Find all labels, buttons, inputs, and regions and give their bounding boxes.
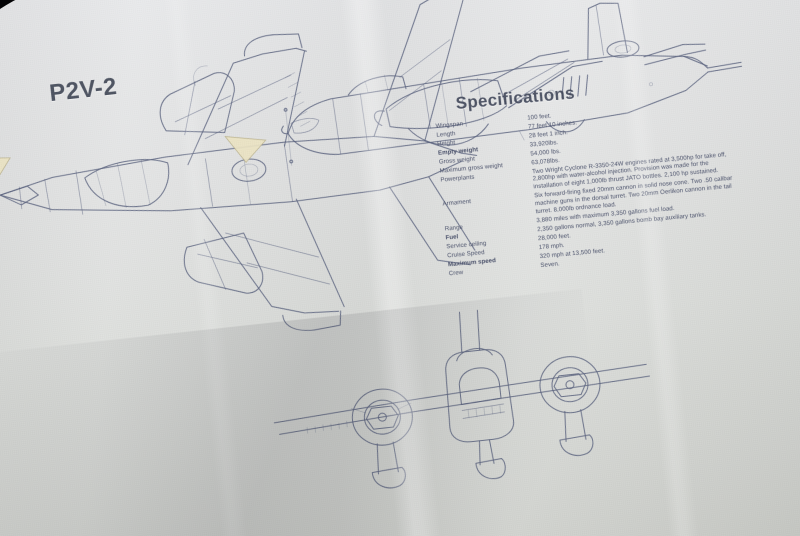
wing-tip-tank-marking-right [224,136,267,163]
side-profile-drawing [281,2,743,166]
plan-view-drawing [0,0,478,331]
front-elevation-drawing [273,309,650,489]
wing-tip-tank-marking-left [0,157,11,187]
